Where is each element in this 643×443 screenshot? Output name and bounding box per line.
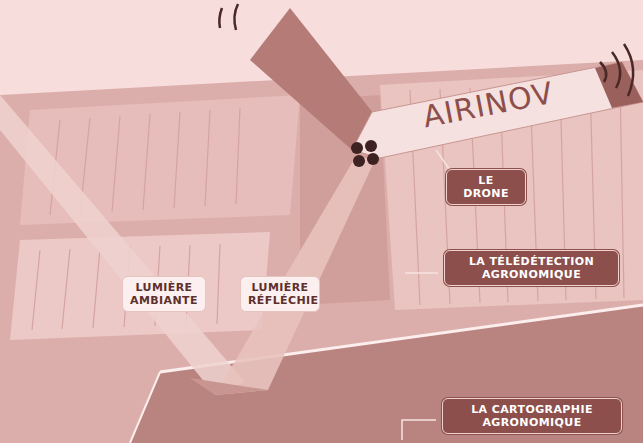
drone-label: LE DRONE [446,169,526,205]
drone-camera [351,140,379,167]
light-label: LUMIÈRE RÉFLÉCHIE [240,276,320,312]
reflected-light-beam [215,156,375,395]
ambient-light-beam [0,95,245,395]
map-edge [130,372,160,443]
label-text: LA CARTOGRAPHIE AGRONOMIQUE [450,403,614,429]
label-text: LA TÉLÉDÉTECTION AGRONOMIQUE [452,255,611,281]
reflection-point [190,378,268,395]
mapping-label: LA CARTOGRAPHIE AGRONOMIQUE [442,398,622,434]
label-text: LUMIÈRE RÉFLÉCHIE [248,281,312,307]
leader-line [402,150,450,440]
field-plot [10,232,270,340]
map-edge [160,305,643,372]
brand-name: AIRINOV [420,75,556,135]
signal-waves [219,4,633,96]
light-label: LUMIÈRE AMBIANTE [122,276,206,312]
remote-sensing-label: LA TÉLÉDÉTECTION AGRONOMIQUE [444,250,619,286]
label-text: LUMIÈRE AMBIANTE [130,281,198,307]
label-text: LE DRONE [454,174,518,200]
drone-wing [352,62,643,158]
